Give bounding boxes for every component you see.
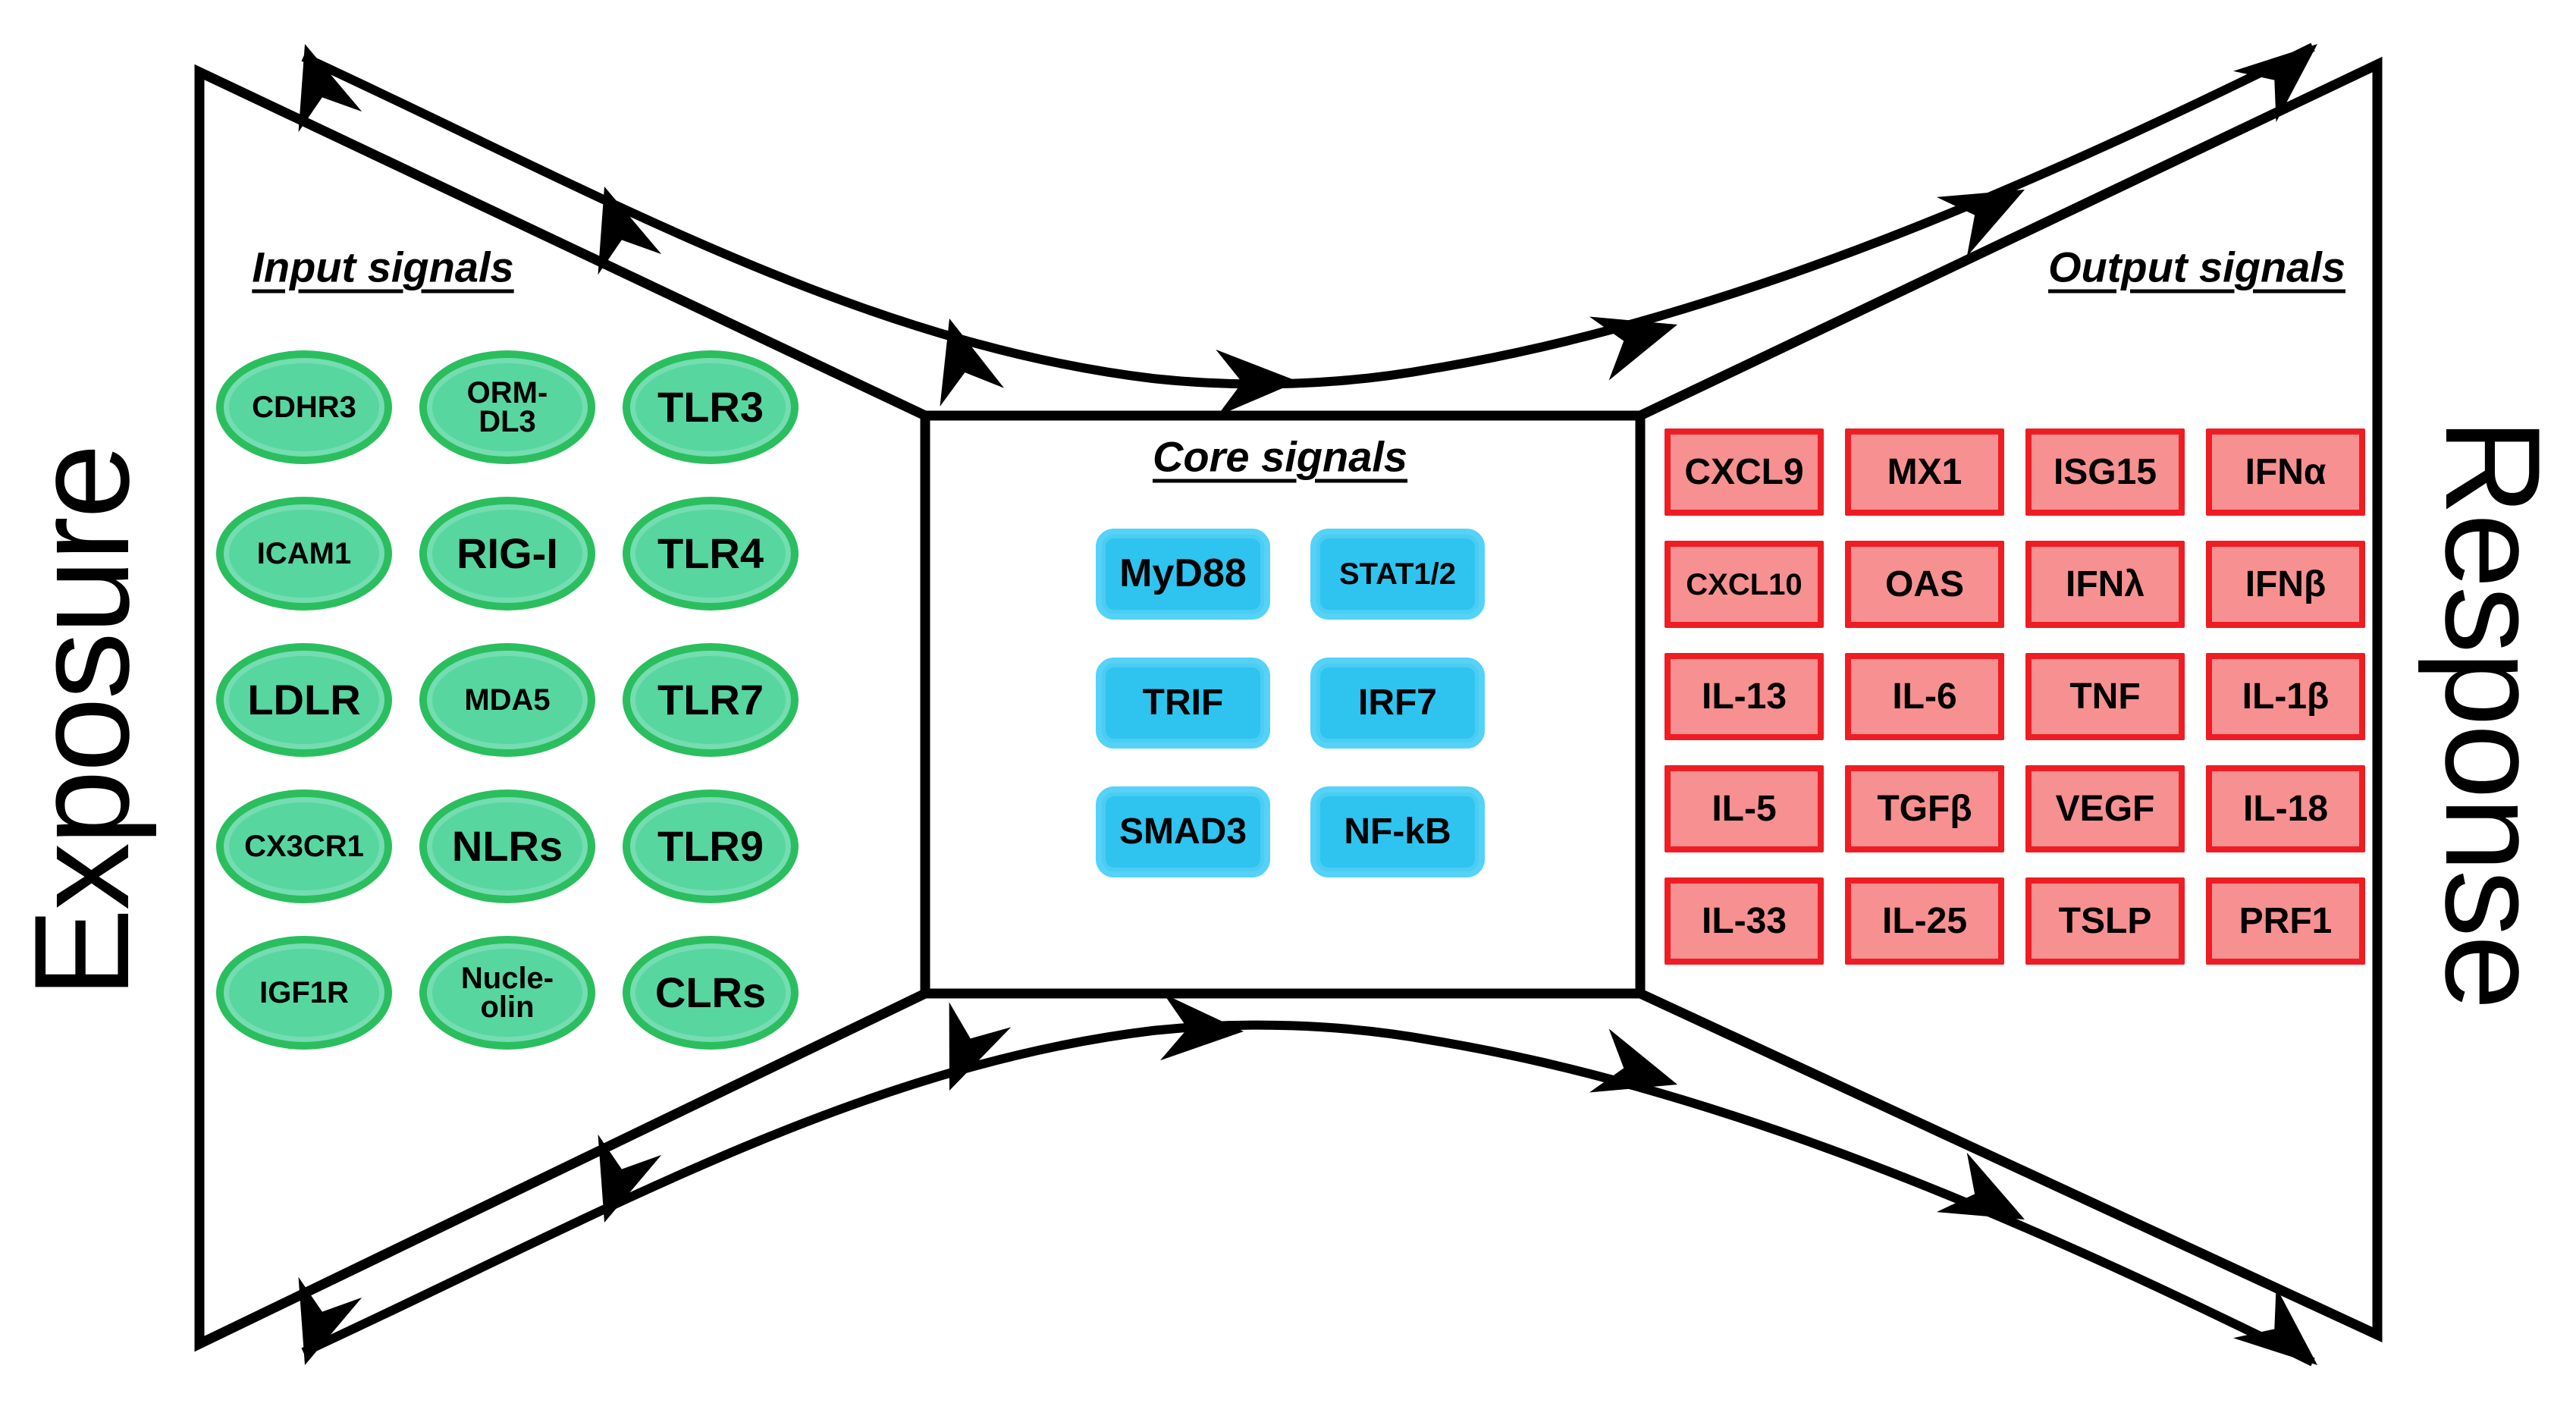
output-signal-node: ISG15 <box>2025 428 2185 516</box>
output-signal-node: TNF <box>2025 653 2185 740</box>
output-signal-node: IL-13 <box>1665 653 1824 740</box>
arrowhead-icon <box>298 1276 362 1365</box>
arrowhead-icon <box>1159 994 1244 1061</box>
core-signal-node: SMAD3 <box>1096 786 1270 877</box>
input-signals-title: Input signals <box>252 243 514 291</box>
response-label: Response <box>2418 418 2568 1008</box>
output-signal-node: MX1 <box>1845 428 2004 516</box>
core-signal-node: STAT1/2 <box>1310 529 1485 620</box>
core-signal-node: NF-kB <box>1310 786 1485 877</box>
input-signal-node: TLR9 <box>623 789 799 903</box>
output-signal-node: OAS <box>1845 541 2004 628</box>
arrowhead-icon <box>598 1134 662 1223</box>
output-signal-node: CXCL9 <box>1665 428 1824 516</box>
core-signal-node: MyD88 <box>1096 529 1270 620</box>
arrowhead-icon <box>598 187 662 275</box>
input-signal-node: TLR4 <box>623 497 799 611</box>
core-signal-node: TRIF <box>1096 658 1270 749</box>
core-signals-title: Core signals <box>1152 432 1408 481</box>
output-signal-node: TGFβ <box>1845 765 2004 852</box>
input-signal-node: LDLR <box>216 643 392 757</box>
top-flow-line <box>301 42 2315 389</box>
flow-arrowheads <box>298 44 2317 1365</box>
bottom-flow-line <box>301 1020 2315 1367</box>
input-signal-node: RIG-I <box>419 497 595 611</box>
output-signals-title: Output signals <box>2048 243 2345 291</box>
input-signal-node: ICAM1 <box>216 497 392 611</box>
arrowhead-icon <box>949 1002 1012 1091</box>
output-signal-node: IFNα <box>2206 428 2365 516</box>
output-signal-node: IFNλ <box>2025 541 2185 628</box>
arrowhead-icon <box>2232 1286 2317 1365</box>
arrowhead-icon <box>2232 44 2317 123</box>
output-signal-node: IL-1β <box>2206 653 2365 740</box>
exposure-label: Exposure <box>6 446 157 998</box>
arrowhead-icon <box>1216 349 1298 416</box>
input-signal-node: ORM- DL3 <box>419 350 595 464</box>
input-signal-node: Nucle- olin <box>419 936 595 1050</box>
output-signal-node: PRF1 <box>2206 877 2365 965</box>
arrowhead-icon <box>1589 1028 1677 1093</box>
input-signal-node: CLRs <box>623 936 799 1050</box>
output-signal-node: IL-6 <box>1845 653 2004 740</box>
arrowhead-icon <box>1936 1152 2025 1220</box>
output-signal-node: IL-33 <box>1665 877 1824 965</box>
input-signal-node: IGF1R <box>216 936 392 1050</box>
output-signal-node: TSLP <box>2025 877 2185 965</box>
arrowhead-icon <box>940 319 1005 407</box>
output-signal-node: IL-18 <box>2206 765 2365 852</box>
output-signal-node: IFNβ <box>2206 541 2365 628</box>
input-signal-node: NLRs <box>419 789 595 903</box>
output-signal-node: IL-5 <box>1665 765 1824 852</box>
arrowhead-icon <box>298 44 362 133</box>
input-signal-node: CX3CR1 <box>216 789 392 903</box>
arrowhead-icon <box>1936 190 2025 257</box>
input-signal-node: CDHR3 <box>216 350 392 464</box>
core-box-outline <box>920 410 1646 999</box>
arrowhead-icon <box>1589 316 1677 381</box>
output-signal-node: CXCL10 <box>1665 541 1824 628</box>
core-signal-node: IRF7 <box>1310 658 1485 749</box>
output-signal-node: IL-25 <box>1845 877 2004 965</box>
input-signal-node: TLR3 <box>623 350 799 464</box>
output-signal-node: VEGF <box>2025 765 2185 852</box>
input-signal-node: MDA5 <box>419 643 595 757</box>
input-signal-node: TLR7 <box>623 643 799 757</box>
